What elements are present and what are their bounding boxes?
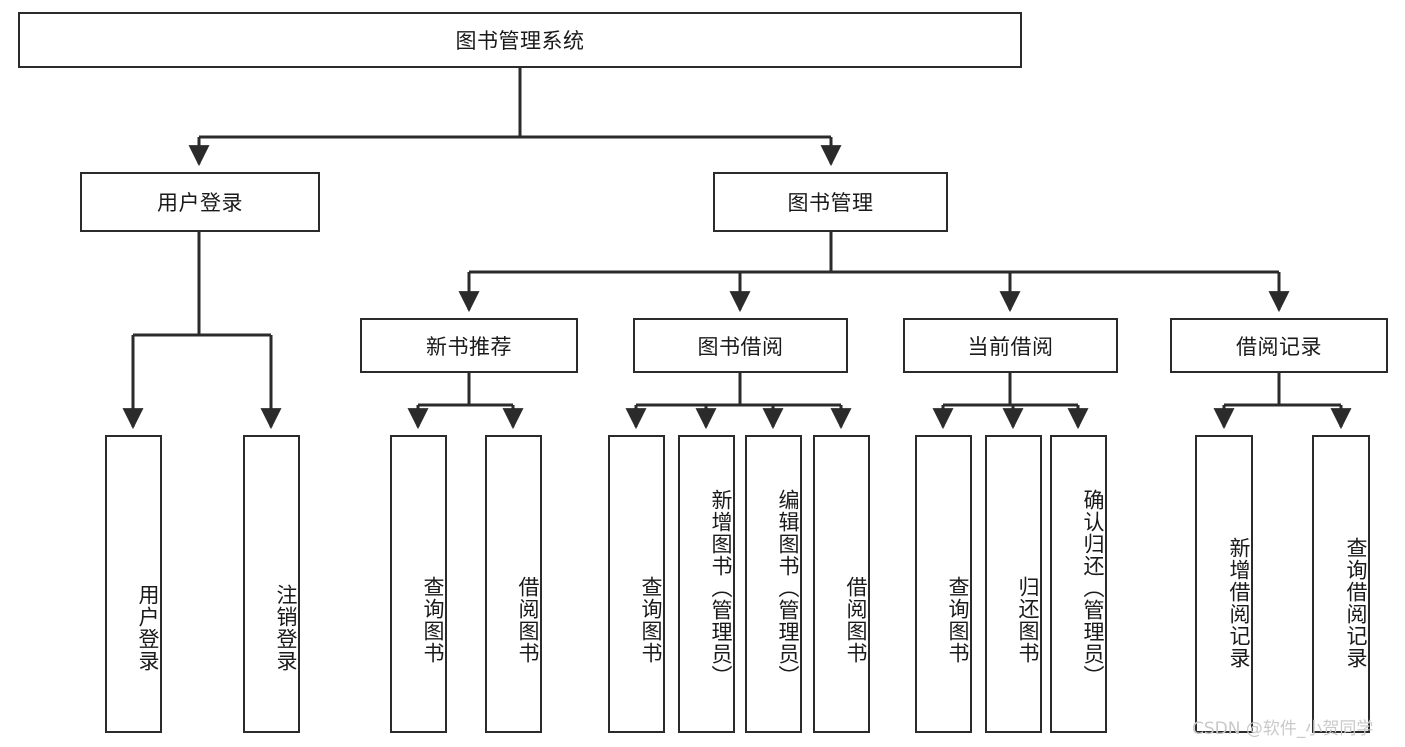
leaf-add-borrow-record[interactable]: 新增借阅记录 <box>1195 435 1253 733</box>
node-new-book-recommend[interactable]: 新书推荐 <box>360 318 578 373</box>
node-book-borrow[interactable]: 图书借阅 <box>633 318 848 373</box>
leaf-confirm-return-admin[interactable]: 确认归还（管理员） <box>1050 435 1107 733</box>
leaf-query-borrow-record[interactable]: 查询借阅记录 <box>1312 435 1370 733</box>
leaf-query-book-current[interactable]: 查询图书 <box>915 435 972 733</box>
csdn-watermark: CSDN @软件_小贺同学 <box>1192 719 1374 739</box>
leaf-user-logout[interactable]: 注销登录 <box>243 435 300 733</box>
leaf-edit-book-admin[interactable]: 编辑图书（管理员） <box>745 435 802 733</box>
node-current-borrow[interactable]: 当前借阅 <box>903 318 1118 373</box>
leaf-query-book-borrow[interactable]: 查询图书 <box>608 435 665 733</box>
leaf-borrow-book[interactable]: 借阅图书 <box>813 435 870 733</box>
node-book-management[interactable]: 图书管理 <box>713 172 948 232</box>
leaf-query-book-recommend[interactable]: 查询图书 <box>390 435 447 733</box>
leaf-borrow-book-recommend[interactable]: 借阅图书 <box>485 435 542 733</box>
node-user-login[interactable]: 用户登录 <box>80 172 320 232</box>
node-borrow-record[interactable]: 借阅记录 <box>1170 318 1388 373</box>
leaf-return-book[interactable]: 归还图书 <box>985 435 1042 733</box>
leaf-add-book-admin[interactable]: 新增图书（管理员） <box>678 435 735 733</box>
leaf-user-login[interactable]: 用户登录 <box>105 435 162 733</box>
node-root-system[interactable]: 图书管理系统 <box>18 12 1022 68</box>
